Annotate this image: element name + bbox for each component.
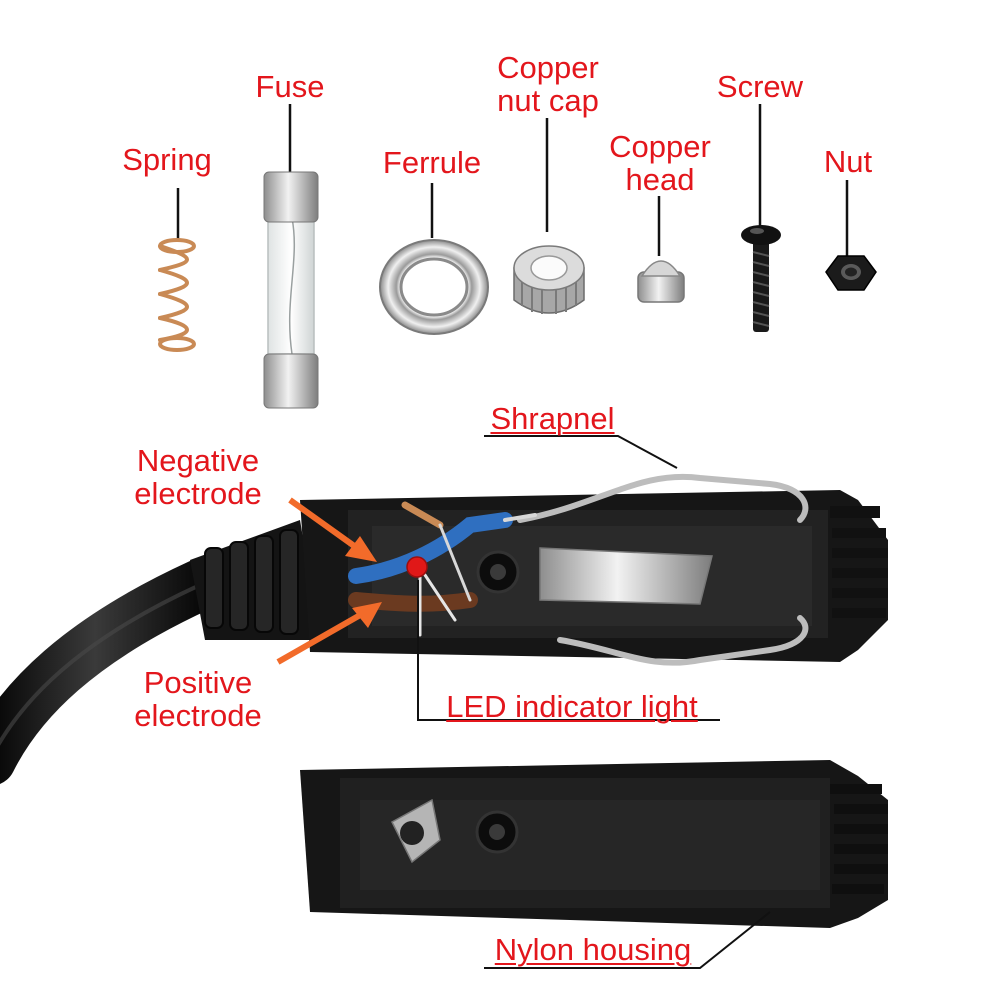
label-positive-electrode: Positive electrode [118, 666, 278, 732]
label-negative-electrode: Negative electrode [118, 444, 278, 510]
nylon-housing-shell [300, 760, 888, 928]
label-positive-line1: Positive [143, 665, 253, 700]
power-cable [0, 559, 226, 784]
label-copper-head-line1: Copper [609, 129, 711, 164]
label-positive-line2: electrode [134, 698, 262, 733]
hex-nut-icon [825, 255, 877, 291]
copper-head-icon [637, 260, 685, 303]
label-copper-head-line2: head [625, 162, 695, 197]
label-fuse: Fuse [255, 69, 325, 104]
internal-wires [348, 501, 537, 637]
label-shrapnel: Shrapnel [490, 401, 615, 436]
label-screw: Screw [716, 69, 804, 104]
label-negative-line1: Negative [136, 443, 260, 478]
label-spring: Spring [122, 142, 212, 177]
ferrule-icon [379, 239, 489, 335]
label-nylon-housing: Nylon housing [494, 932, 692, 967]
fuse-icon [263, 171, 319, 409]
label-copper-nut-cap-line2: nut cap [497, 83, 599, 118]
electrode-arrows [276, 497, 382, 665]
strain-relief [190, 520, 320, 640]
screw-icon [741, 225, 781, 332]
label-led-indicator-light: LED indicator light [446, 689, 698, 724]
knurled-nut-icon [513, 245, 585, 314]
annotation-lines [417, 435, 771, 969]
label-negative-line2: electrode [134, 476, 262, 511]
label-copper-head: Copper head [596, 130, 724, 196]
label-ferrule: Ferrule [382, 145, 482, 180]
shrapnel-clips [517, 473, 809, 666]
leader-lines [176, 104, 849, 262]
center-contact-plate [539, 547, 713, 605]
label-nut: Nut [823, 144, 873, 179]
spring-icon [158, 238, 196, 352]
label-copper-nut-cap-line1: Copper [497, 50, 599, 85]
label-copper-nut-cap: Copper nut cap [478, 51, 618, 117]
led-indicator [406, 556, 428, 578]
